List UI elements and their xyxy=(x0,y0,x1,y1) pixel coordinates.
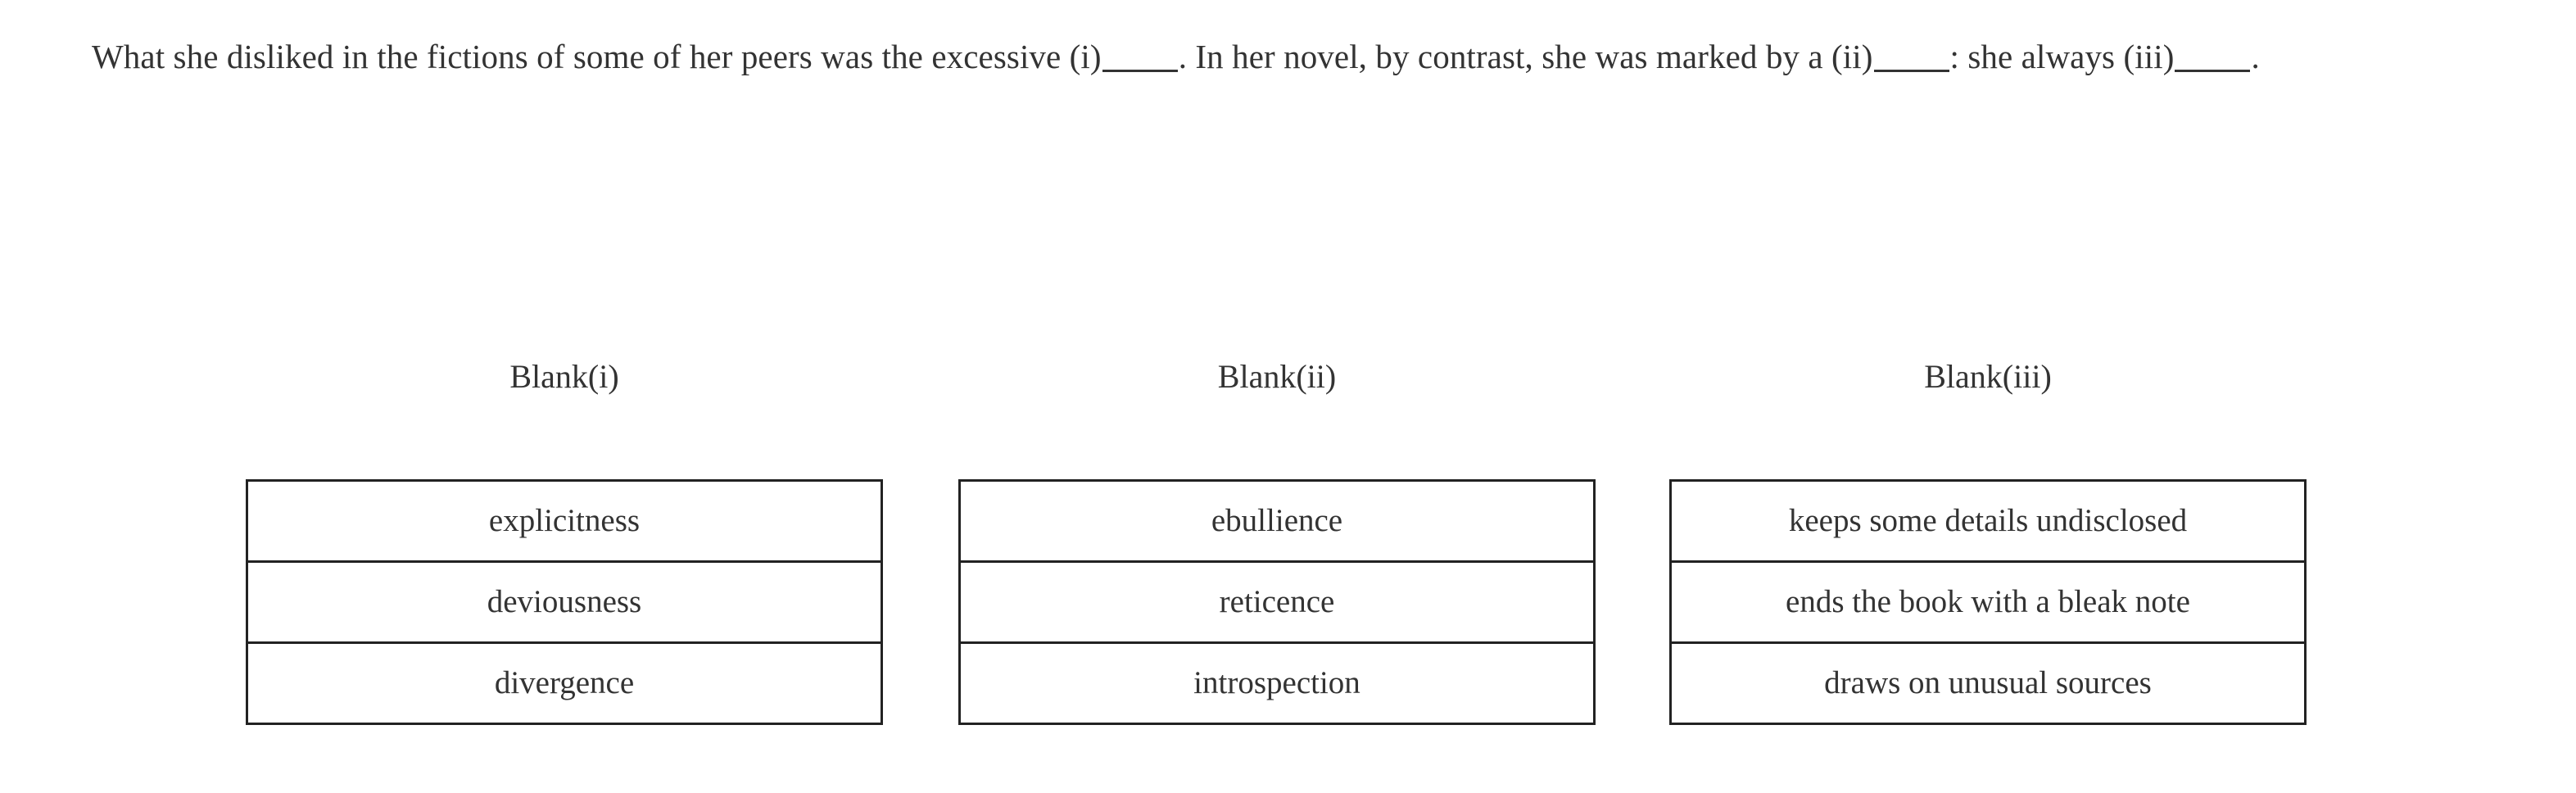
table-row[interactable]: ebullience xyxy=(958,479,1596,563)
blank-ii-placeholder xyxy=(1873,36,1949,72)
option-cell-ii-3[interactable]: introspection xyxy=(958,641,1596,725)
table-row[interactable]: introspection xyxy=(958,641,1596,725)
blank-iii-placeholder xyxy=(2175,36,2251,72)
option-cell-iii-3[interactable]: draws on unusual sources xyxy=(1669,641,2307,725)
blank-header-i: Blank(i) xyxy=(509,358,619,395)
table-row[interactable]: draws on unusual sources xyxy=(1669,641,2307,725)
option-cell-iii-2[interactable]: ends the book with a bleak note xyxy=(1669,560,2307,644)
question-stem: What she disliked in the fictions of som… xyxy=(92,29,2451,84)
blank-group-i: Blank(i) explicitness deviousness diverg… xyxy=(246,360,883,725)
table-row[interactable]: deviousness xyxy=(246,560,883,644)
option-cell-iii-1[interactable]: keeps some details undisclosed xyxy=(1669,479,2307,563)
table-row[interactable]: divergence xyxy=(246,641,883,725)
blank-i-placeholder xyxy=(1102,36,1178,72)
blank-header-iii: Blank(iii) xyxy=(1924,358,2052,395)
option-cell-i-3[interactable]: divergence xyxy=(246,641,883,725)
option-cell-i-1[interactable]: explicitness xyxy=(246,479,883,563)
options-table-ii: ebullience reticence introspection xyxy=(958,479,1596,725)
blank-group-iii: Blank(iii) keeps some details undisclose… xyxy=(1669,360,2307,725)
blank-header-ii: Blank(ii) xyxy=(1217,358,1337,395)
option-cell-ii-1[interactable]: ebullience xyxy=(958,479,1596,563)
table-row[interactable]: keeps some details undisclosed xyxy=(1669,479,2307,563)
option-cell-i-2[interactable]: deviousness xyxy=(246,560,883,644)
options-table-i: explicitness deviousness divergence xyxy=(246,479,883,725)
options-table-iii: keeps some details undisclosed ends the … xyxy=(1669,479,2307,725)
table-row[interactable]: reticence xyxy=(958,560,1596,644)
stem-part-1: What she disliked in the fictions of som… xyxy=(92,38,1102,75)
table-row[interactable]: ends the book with a bleak note xyxy=(1669,560,2307,644)
table-row[interactable]: explicitness xyxy=(246,479,883,563)
stem-part-3: : she always (iii) xyxy=(1949,38,2175,75)
option-cell-ii-2[interactable]: reticence xyxy=(958,560,1596,644)
stem-part-2: . In her novel, by contrast, she was mar… xyxy=(1178,38,1873,75)
stem-part-4: . xyxy=(2251,38,2260,75)
blank-group-ii: Blank(ii) ebullience reticence introspec… xyxy=(958,360,1596,725)
